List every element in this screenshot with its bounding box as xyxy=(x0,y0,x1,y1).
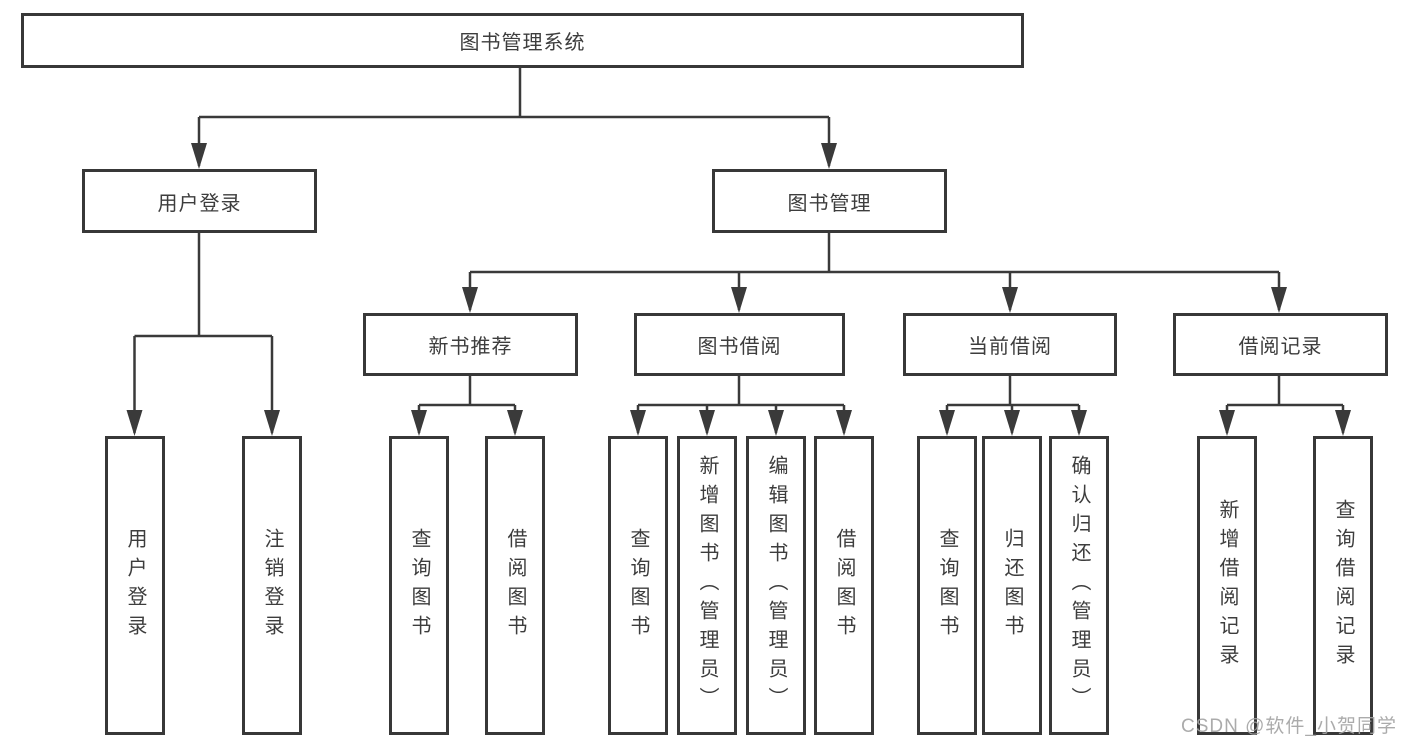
node-label: 图书管理 xyxy=(787,192,872,215)
node-library-management-system: 图书管理系统 xyxy=(21,13,1024,68)
node-confirm-return-admin: 确认归还（管理员） xyxy=(1049,436,1109,735)
node-label: 借阅记录 xyxy=(1238,336,1323,358)
node-return-books: 归还图书 xyxy=(982,436,1042,735)
node-borrow-books-1: 借阅图书 xyxy=(485,436,545,735)
node-label: 图书借阅 xyxy=(697,336,782,358)
node-new-book-recommendation: 新书推荐 xyxy=(363,313,578,376)
csdn-watermark: CSDN @软件_小贺同学 xyxy=(1181,716,1397,737)
node-label: 借阅图书 xyxy=(504,527,526,644)
node-query-books-3: 查询图书 xyxy=(917,436,977,735)
node-book-borrowing: 图书借阅 xyxy=(634,313,845,376)
node-edit-book-admin: 编辑图书（管理员） xyxy=(746,436,806,735)
node-label: 查询图书 xyxy=(627,527,649,644)
node-label: 图书管理系统 xyxy=(459,32,586,54)
node-user-login-leaf: 用户登录 xyxy=(105,436,165,735)
node-label: 注销登录 xyxy=(261,527,283,644)
node-label: 用户登录 xyxy=(124,527,146,644)
node-query-books-1: 查询图书 xyxy=(389,436,449,735)
node-add-borrow-record: 新增借阅记录 xyxy=(1197,436,1257,735)
node-label: 新书推荐 xyxy=(428,336,513,358)
node-borrow-books-2: 借阅图书 xyxy=(814,436,874,735)
node-label: 查询借阅记录 xyxy=(1332,498,1354,673)
node-add-book-admin: 新增图书（管理员） xyxy=(677,436,737,735)
node-label: 新增借阅记录 xyxy=(1216,498,1238,673)
node-label: 用户登录 xyxy=(157,192,242,215)
node-user-login: 用户登录 xyxy=(82,169,317,233)
node-label: 当前借阅 xyxy=(968,336,1052,358)
node-borrowing-records: 借阅记录 xyxy=(1173,313,1388,376)
node-book-management: 图书管理 xyxy=(712,169,947,233)
node-label: 归还图书 xyxy=(1001,527,1023,644)
node-label: 查询图书 xyxy=(408,527,430,644)
node-label: 确认归还（管理员） xyxy=(1068,455,1090,716)
node-query-borrow-record: 查询借阅记录 xyxy=(1313,436,1373,735)
node-logout: 注销登录 xyxy=(242,436,302,735)
node-label: 查询图书 xyxy=(936,527,958,644)
node-label: 借阅图书 xyxy=(833,527,855,644)
node-label: 新增图书（管理员） xyxy=(696,455,718,716)
node-label: 编辑图书（管理员） xyxy=(765,455,787,716)
node-current-borrowing: 当前借阅 xyxy=(903,313,1117,376)
node-query-books-2: 查询图书 xyxy=(608,436,668,735)
